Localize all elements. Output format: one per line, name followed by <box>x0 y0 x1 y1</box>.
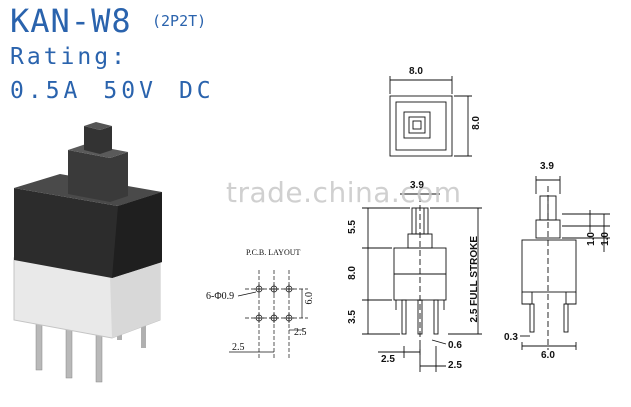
top-view-width: 8.0 <box>409 66 423 77</box>
rating-voltage: 50V <box>103 78 157 104</box>
side-view-drawing <box>520 176 610 350</box>
front-plunger-width: 3.9 <box>410 180 424 191</box>
side-pin-offset: 0.3 <box>504 332 518 343</box>
front-plunger-height: 5.5 <box>347 220 358 234</box>
rating-current: 0.5A <box>10 78 82 104</box>
pcb-dim-6: 6.0 <box>304 292 315 305</box>
side-pin-span: 6.0 <box>541 350 555 361</box>
pcb-dim-2-5-right: 2.5 <box>294 327 307 338</box>
pcb-title: P.C.B. LAYOUT <box>246 248 301 257</box>
front-full-stroke: 2.5 FULL STROKE <box>469 236 480 323</box>
switch-photo <box>13 122 162 383</box>
top-view-drawing <box>389 76 472 157</box>
pcb-hole-label: 6-Φ0.9 <box>206 291 235 302</box>
pcb-layout-drawing <box>229 270 308 360</box>
model-title: KAN-W8 <box>10 2 132 40</box>
rating-label: Rating: <box>10 44 128 70</box>
side-dim-b: 1.0 <box>600 232 611 246</box>
front-pin-pitch-b: 2.5 <box>448 360 462 371</box>
side-dim-a: 1.0 <box>586 232 597 246</box>
front-pin-pitch: 2.5 <box>381 354 395 365</box>
front-view-drawing <box>362 193 482 372</box>
watermark-text: trade.china.com <box>226 176 462 209</box>
front-body-height: 8.0 <box>347 266 358 280</box>
side-plunger-width: 3.9 <box>540 161 554 172</box>
poles-label: (2P2T) <box>152 12 207 30</box>
top-view-height: 8.0 <box>471 116 482 130</box>
front-pin-length: 3.5 <box>347 310 358 324</box>
rating-type: DC <box>178 78 215 104</box>
front-pin-thickness: 0.6 <box>448 340 462 351</box>
rating-spec: 0.5A 50V DC <box>10 78 237 104</box>
pcb-dim-2-5-bottom: 2.5 <box>232 342 245 353</box>
